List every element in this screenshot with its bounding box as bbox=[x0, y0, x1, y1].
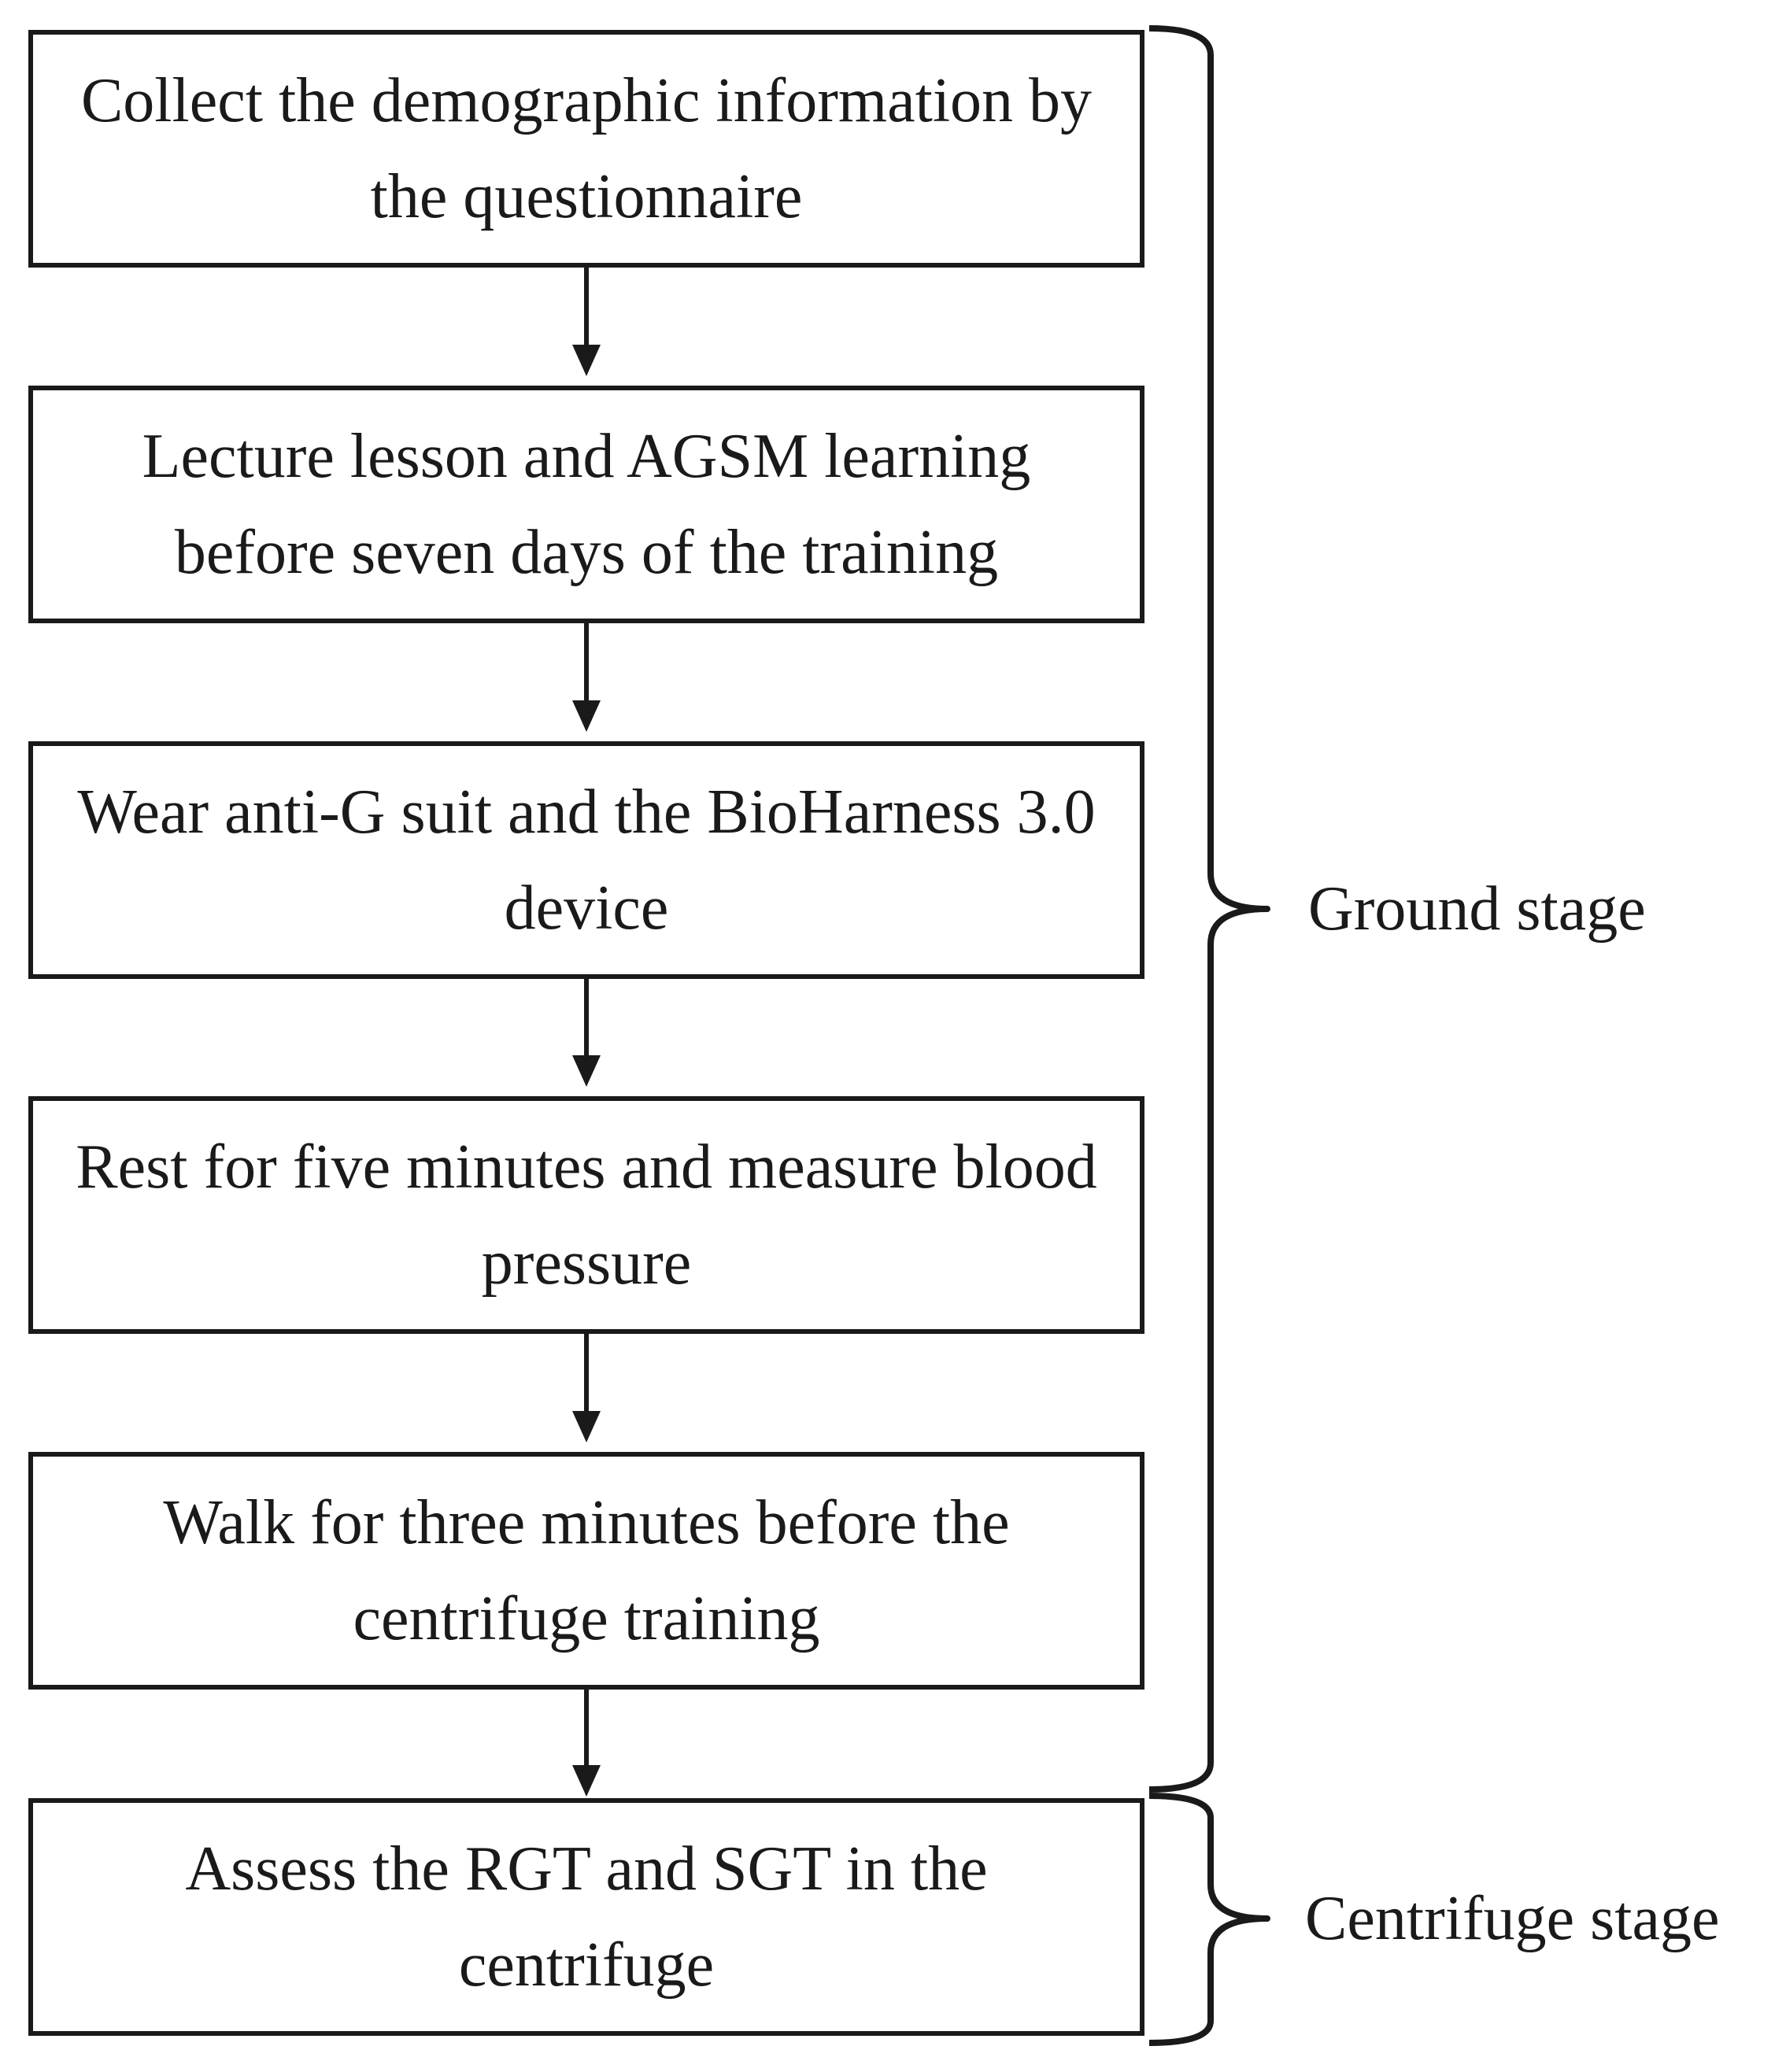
centrifuge-stage-label: Centrifuge stage bbox=[1305, 1884, 1720, 1953]
arrowhead-1-2 bbox=[572, 345, 601, 376]
step-6-text: Assess the RGT and SGT in the centrifuge bbox=[185, 1834, 988, 2000]
centrifuge-stage-bracket bbox=[1148, 1793, 1270, 2046]
step-1-box: Collect the demographic information by t… bbox=[28, 30, 1144, 268]
step-2-text: Lecture lesson and AGSM learning before … bbox=[142, 422, 1031, 587]
step-4-box: Rest for five minutes and measure blood … bbox=[28, 1096, 1144, 1334]
arrowhead-2-3 bbox=[572, 700, 601, 732]
step-4-text: Rest for five minutes and measure blood … bbox=[76, 1132, 1097, 1298]
ground-stage-bracket bbox=[1148, 25, 1270, 1793]
ground-stage-label: Ground stage bbox=[1308, 874, 1646, 944]
step-6-box: Assess the RGT and SGT in the centrifuge bbox=[28, 1798, 1144, 2036]
arrowhead-4-5 bbox=[572, 1411, 601, 1442]
arrowhead-3-4 bbox=[572, 1055, 601, 1087]
step-2-box: Lecture lesson and AGSM learning before … bbox=[28, 386, 1144, 623]
arrowhead-5-6 bbox=[572, 1765, 601, 1797]
step-3-box: Wear anti-G suit and the BioHarness 3.0 … bbox=[28, 741, 1144, 979]
step-3-text: Wear anti-G suit and the BioHarness 3.0 … bbox=[77, 777, 1096, 943]
step-5-text: Walk for three minutes before the centri… bbox=[163, 1488, 1010, 1653]
step-1-text: Collect the demographic information by t… bbox=[80, 66, 1093, 231]
step-5-box: Walk for three minutes before the centri… bbox=[28, 1452, 1144, 1690]
